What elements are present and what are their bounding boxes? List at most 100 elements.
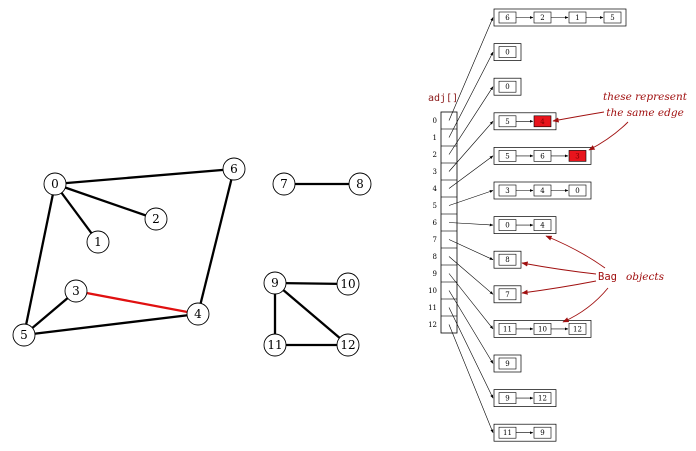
pointer-8 <box>448 256 494 295</box>
bag-node-value: 8 <box>505 256 509 264</box>
vertex-6: 6 <box>222 157 246 181</box>
edge-0-1 <box>54 183 99 243</box>
pointer-4 <box>448 155 494 189</box>
bag-node-box <box>568 323 587 335</box>
bag-node-value: 6 <box>540 152 545 160</box>
pointer-7 <box>448 239 494 260</box>
pointer-9 <box>448 273 494 330</box>
edge-0-2 <box>54 182 157 221</box>
array-index-3: 3 <box>433 168 437 176</box>
bag-node-box <box>533 115 552 128</box>
bag-4: 5 6 3 <box>493 147 592 165</box>
bag-node-value: 0 <box>505 222 509 230</box>
bag-node-value: 7 <box>505 291 509 299</box>
bag-node-box <box>568 150 587 162</box>
vertex-circle <box>263 271 287 295</box>
bag-node-value: 4 <box>540 187 545 195</box>
bag-node-value: 9 <box>505 395 509 403</box>
edge-5-4 <box>23 312 199 337</box>
bag-node-value: 2 <box>540 14 544 22</box>
vertex-circle <box>263 333 287 357</box>
bag-node-box <box>568 184 587 197</box>
pointer-3 <box>448 121 494 172</box>
bag-node-box <box>533 219 552 231</box>
vertex-label: 11 <box>267 338 282 352</box>
array-index-1: 1 <box>433 134 437 142</box>
bag-node-value: 9 <box>540 429 544 437</box>
vertex-label: 9 <box>271 276 279 290</box>
vertex-label: 4 <box>194 307 202 321</box>
same-edge-arrow-1 <box>552 111 605 123</box>
array-index-7: 7 <box>433 236 437 244</box>
edge-3-4 <box>75 289 199 316</box>
vertex-circle <box>12 323 36 347</box>
vertex-0: 0 <box>43 172 67 196</box>
pointer-12 <box>448 324 494 434</box>
bag-node-value: 12 <box>573 325 582 333</box>
same-edge-note-line1: these represent <box>603 91 688 103</box>
vertex-8: 8 <box>348 172 372 196</box>
bag-objects-annotation: Bag objects <box>521 235 665 323</box>
array-index-9: 9 <box>433 270 437 278</box>
bag-node-value: 4 <box>540 118 545 126</box>
bag-arrow-4 <box>562 287 609 323</box>
vertex-label: 8 <box>356 177 364 191</box>
bag-11: 9 12 <box>493 389 557 407</box>
bag-1: 0 <box>493 43 522 61</box>
vertex-circle <box>86 230 110 254</box>
bag-node-value: 1 <box>575 14 579 22</box>
vertex-7: 7 <box>272 172 296 196</box>
vertex-circle <box>186 302 210 326</box>
vertex-label: 12 <box>340 338 355 352</box>
bag-node-value: 5 <box>505 152 509 160</box>
array-index-5: 5 <box>433 202 437 210</box>
same-edge-note-line2: the same edge <box>606 107 684 119</box>
bag-node-value: 12 <box>538 395 547 403</box>
vertex-label: 0 <box>51 177 59 191</box>
bag-node-value: 5 <box>505 118 509 126</box>
bag-node-box <box>498 253 517 266</box>
vertex-circle <box>336 333 360 357</box>
vertex-label: 7 <box>280 177 288 191</box>
bag-node-value: 3 <box>575 152 579 160</box>
bag-node-box <box>533 392 552 404</box>
vertex-label: 5 <box>20 328 28 342</box>
bag-node-box <box>533 426 552 439</box>
vertex-12: 12 <box>336 333 360 357</box>
bag-8: 7 <box>493 285 522 304</box>
bag-0: 6 2 1 5 <box>493 8 627 27</box>
vertex-5: 5 <box>12 323 36 347</box>
bag-node-value: 6 <box>505 14 510 22</box>
edge-9-10 <box>274 281 349 286</box>
same-edge-annotation: these represent the same edge <box>552 91 688 151</box>
vertex-circle <box>144 207 168 231</box>
vertex-9: 9 <box>263 271 287 295</box>
pointer-2 <box>448 86 494 155</box>
vertex-3: 3 <box>64 279 88 303</box>
vertex-circle <box>336 272 360 296</box>
bag-node-value: 3 <box>505 187 509 195</box>
bag-node-box <box>498 46 517 58</box>
bag-node-value: 0 <box>505 49 509 57</box>
bag-node-value: 0 <box>575 187 579 195</box>
pointer-5 <box>448 190 494 206</box>
bag-node-value: 5 <box>610 14 614 22</box>
pointer-10 <box>448 290 494 364</box>
array-index-2: 2 <box>433 151 437 159</box>
bag-objects-note: Bag objects <box>598 267 665 284</box>
array-index-4: 4 <box>433 185 438 193</box>
bag-arrow-2 <box>521 261 597 275</box>
bag-2: 0 <box>493 77 522 96</box>
vertex-circle <box>43 172 67 196</box>
vertex-circle <box>348 172 372 196</box>
vertex-11: 11 <box>263 333 287 357</box>
pointer-1 <box>448 51 494 138</box>
bag-node-value: 11 <box>503 429 512 437</box>
vertex-label: 6 <box>230 162 238 176</box>
bag-12: 11 9 <box>493 423 557 442</box>
bag-arrow-3 <box>521 280 597 295</box>
vertex-label: 2 <box>152 212 160 226</box>
